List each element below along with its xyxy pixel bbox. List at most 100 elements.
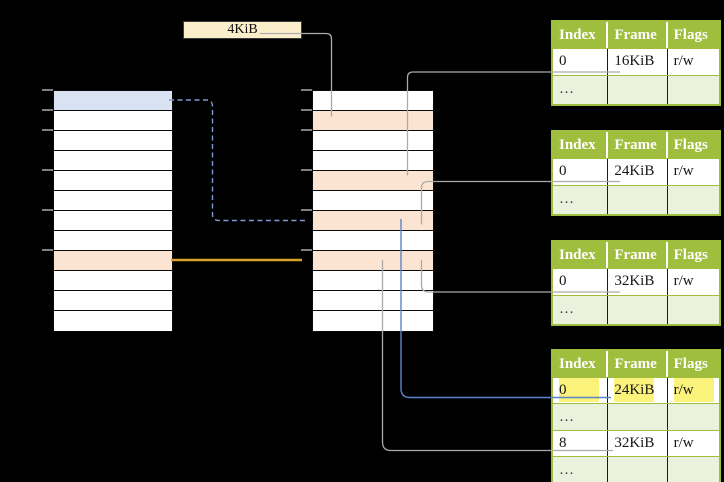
column-header-index: Index: [553, 132, 609, 158]
memory-row-2: [313, 131, 433, 151]
arrow-virtual-to-middle-dashed: [169, 99, 308, 222]
table-cell: …: [553, 404, 609, 430]
table-cell: 32KiB: [608, 269, 668, 295]
memory-row-11: [54, 311, 172, 331]
table-cell: r/w: [673, 435, 694, 451]
memory-row-7: [313, 231, 433, 251]
memory-row-10: [313, 291, 433, 311]
table-cell: [608, 76, 668, 104]
column-header-frame: Frame: [608, 22, 668, 48]
table-cell: [668, 296, 719, 324]
memory-row-8: [313, 251, 433, 271]
tick-mark: [42, 209, 53, 211]
column-header-flags: Flags: [673, 356, 708, 372]
middle-memory-column: [312, 90, 434, 332]
memory-row-8: [54, 251, 172, 271]
memory-row-4: [313, 171, 433, 191]
memory-row-0: [54, 91, 172, 111]
column-header-flags: Flags: [673, 27, 708, 43]
table-cell: [668, 186, 719, 214]
column-header-frame: Frame: [608, 242, 668, 268]
table-cell: r/w: [673, 273, 694, 289]
table-cell: [668, 457, 719, 482]
table-cell: …: [553, 76, 609, 104]
tick-mark: [301, 249, 312, 251]
memory-row-3: [313, 151, 433, 171]
column-header-index: Index: [553, 242, 609, 268]
memory-row-1: [313, 111, 433, 131]
tick-mark: [301, 109, 312, 111]
left-memory-column: [53, 90, 173, 332]
memory-row-6: [54, 211, 172, 231]
memory-row-5: [54, 191, 172, 211]
tick-mark: [301, 129, 312, 131]
highlighted-value: 24KiB: [614, 378, 655, 402]
tick-mark: [301, 209, 312, 211]
memory-row-10: [54, 291, 172, 311]
memory-row-0: [313, 91, 433, 111]
column-header-index: Index: [553, 22, 609, 48]
table-cell: 8: [553, 431, 609, 456]
memory-row-9: [54, 271, 172, 291]
tick-mark: [42, 169, 53, 171]
memory-row-7: [54, 231, 172, 251]
table-row: …: [553, 403, 719, 430]
tick-mark: [42, 89, 53, 91]
column-header-frame: Frame: [608, 351, 668, 377]
memory-row-11: [313, 311, 433, 331]
table-cell: 24KiB: [608, 378, 668, 403]
column-header-index: Index: [553, 351, 609, 377]
table-cell: …: [553, 457, 609, 482]
table-cell: [668, 404, 719, 430]
table-cell: …: [553, 186, 609, 214]
table-cell: …: [553, 296, 609, 324]
memory-row-9: [313, 271, 433, 291]
table-row: …: [553, 185, 719, 214]
page-size-text: 4KiB: [227, 22, 258, 37]
table-row: …: [553, 456, 719, 482]
highlighted-value: 0: [559, 378, 599, 402]
tick-mark: [42, 109, 53, 111]
table-cell: r/w: [673, 163, 694, 179]
table-cell: 0: [553, 159, 609, 185]
memory-row-3: [54, 151, 172, 171]
column-header-flags: Flags: [673, 137, 708, 153]
column-header-frame: Frame: [608, 132, 668, 158]
table-row: …: [553, 295, 719, 324]
column-header-flags: Flags: [673, 247, 708, 263]
table-cell: 0: [553, 269, 609, 295]
memory-row-2: [54, 131, 172, 151]
table-cell: [608, 186, 668, 214]
table-cell: 32KiB: [608, 431, 668, 456]
table-cell: 24KiB: [608, 159, 668, 185]
tick-mark: [42, 249, 53, 251]
table-cell: r/w: [668, 378, 719, 403]
table-cell: [668, 76, 719, 104]
memory-row-4: [54, 171, 172, 191]
table-cell: 0: [553, 378, 609, 403]
tick-mark: [301, 169, 312, 171]
table-cell: r/w: [673, 53, 694, 69]
memory-row-6: [313, 211, 433, 231]
memory-row-5: [313, 191, 433, 211]
memory-row-1: [54, 111, 172, 131]
highlighted-value: r/w: [673, 378, 714, 402]
tick-mark: [301, 89, 312, 91]
table-row: …: [553, 75, 719, 104]
table-cell: [608, 296, 668, 324]
tick-mark: [42, 129, 53, 131]
table-cell: 16KiB: [608, 49, 668, 75]
page-size-label: 4KiB: [183, 21, 302, 39]
